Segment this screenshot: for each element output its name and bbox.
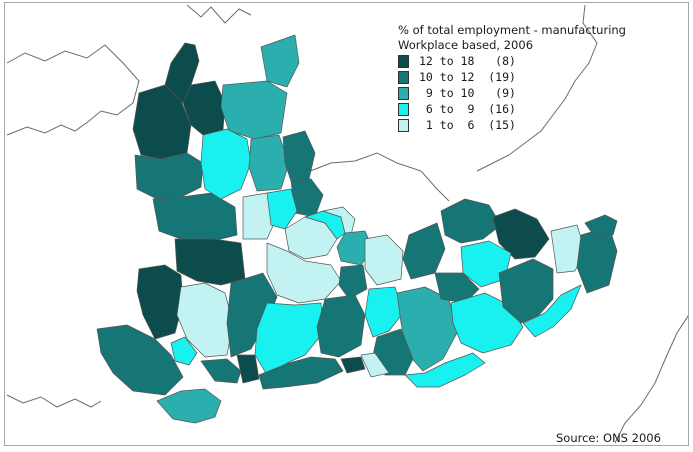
legend-item: 12 to 18 (8) bbox=[398, 53, 626, 69]
region-9-to-10 bbox=[260, 34, 300, 88]
region-10-to-12 bbox=[282, 130, 316, 182]
france-coastline bbox=[614, 315, 688, 444]
region-1-to-6 bbox=[266, 242, 342, 304]
thames-north-edge bbox=[304, 152, 450, 202]
region-10-to-12 bbox=[584, 214, 618, 238]
region-9-to-10 bbox=[396, 286, 458, 372]
legend-item-label: 9 to 10 (9) bbox=[419, 85, 516, 100]
legend-swatch bbox=[398, 118, 409, 132]
legend-item: 9 to 10 (9) bbox=[398, 85, 626, 101]
region-10-to-12 bbox=[134, 152, 204, 200]
region-6-to-9 bbox=[254, 302, 324, 376]
region-10-to-12 bbox=[200, 358, 242, 384]
region-10-to-12 bbox=[440, 198, 502, 244]
region-9-to-10 bbox=[220, 80, 288, 140]
region-1-to-6 bbox=[176, 282, 234, 358]
legend-swatch bbox=[398, 54, 409, 68]
region-10-to-12 bbox=[316, 294, 366, 358]
region-6-to-9 bbox=[170, 336, 198, 366]
region-9-to-10 bbox=[248, 134, 290, 192]
region-10-to-12 bbox=[402, 222, 446, 280]
region-10-to-12 bbox=[338, 264, 368, 300]
region-6-to-9 bbox=[266, 188, 298, 230]
cornwall-devon-coastline bbox=[6, 394, 102, 408]
region-10-to-12 bbox=[152, 192, 238, 242]
legend-item: 6 to 9 (16) bbox=[398, 101, 626, 117]
legend-item-label: 6 to 9 (16) bbox=[419, 101, 516, 116]
legend-item-label: 1 to 6 (15) bbox=[419, 117, 516, 132]
legend-item: 1 to 6 (15) bbox=[398, 117, 626, 133]
region-1-to-6 bbox=[364, 234, 404, 286]
legend-swatch bbox=[398, 70, 409, 84]
source-note: Source: ONS 2006 bbox=[556, 431, 661, 445]
legend-item-label: 10 to 12 (19) bbox=[419, 69, 516, 84]
legend-title: % of total employment - manufacturing bbox=[398, 23, 626, 37]
legend-subtitle: Workplace based, 2006 bbox=[398, 38, 534, 52]
legend-item: 10 to 12 (19) bbox=[398, 69, 626, 85]
region-10-to-12 bbox=[434, 272, 480, 304]
region-6-to-9 bbox=[364, 286, 404, 338]
region-6-to-9 bbox=[200, 128, 252, 200]
east-anglia-coastline bbox=[476, 4, 598, 172]
region-12-to-18 bbox=[174, 238, 246, 286]
region-10-to-12 bbox=[96, 324, 184, 396]
wales-coastline bbox=[6, 44, 140, 136]
map-legend: % of total employment - manufacturing Wo… bbox=[398, 23, 626, 133]
region-10-to-12 bbox=[258, 356, 344, 390]
region-1-to-6 bbox=[360, 352, 390, 378]
region-12-to-18 bbox=[492, 208, 550, 260]
region-6-to-9 bbox=[522, 284, 582, 338]
north-coastline bbox=[186, 4, 252, 24]
legend-items: 12 to 18 (8) 10 to 12 (19) 9 to 10 (9) 6… bbox=[398, 53, 626, 133]
region-12-to-18 bbox=[340, 356, 366, 374]
region-12-to-18 bbox=[236, 354, 260, 384]
legend-swatch bbox=[398, 86, 409, 100]
map-figure: % of total employment - manufacturing Wo… bbox=[4, 2, 689, 446]
choropleth-map bbox=[6, 4, 688, 444]
legend-swatch bbox=[398, 102, 409, 116]
region-9-to-10 bbox=[156, 388, 222, 424]
region-10-to-12 bbox=[498, 258, 554, 324]
legend-item-label: 12 to 18 (8) bbox=[419, 53, 516, 68]
region-12-to-18 bbox=[136, 264, 184, 340]
region-6-to-9 bbox=[404, 352, 486, 388]
